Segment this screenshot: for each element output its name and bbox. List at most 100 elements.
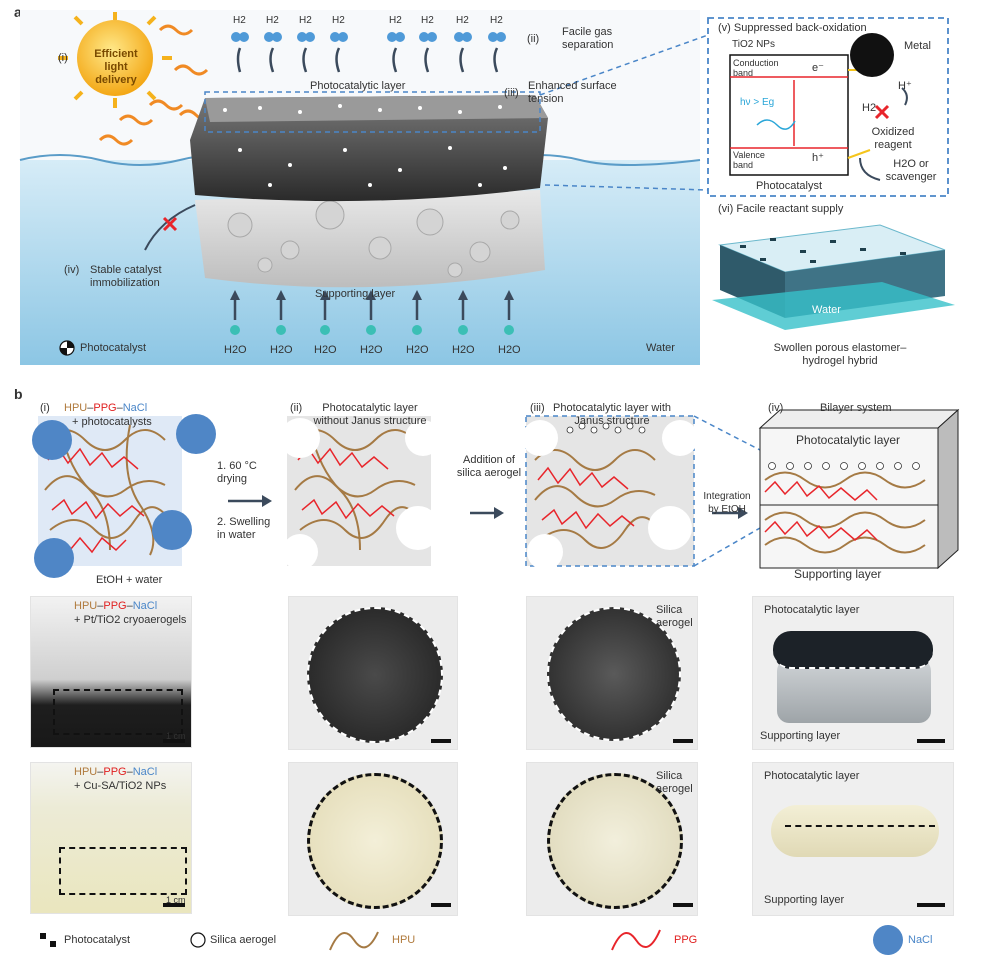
supporting-layer-block: [195, 190, 545, 288]
photocatalyst-legend-label: Photocatalyst: [80, 342, 147, 354]
band-diagram: [729, 54, 849, 176]
h2o-label-7: H2O: [498, 344, 521, 356]
legend-silica-icon: [190, 932, 206, 948]
h2o-molecules-icon: [230, 290, 514, 335]
bilayer-1-bottom-label: Supporting layer: [760, 730, 841, 742]
white-disc-1: [307, 773, 443, 909]
bilayer-2-bottom-label: Supporting layer: [764, 894, 845, 906]
white-bilayer: [771, 805, 939, 857]
legend-hpu: HPU: [392, 934, 416, 946]
hybrid-caption: Swollen porous elastomer–hydrogel hybrid: [773, 342, 907, 367]
silica-label-1: Silica aerogel: [656, 604, 693, 629]
scale-bar-4: [917, 739, 945, 743]
vial-photo-1: [30, 596, 192, 748]
hpu-text: HPU: [64, 402, 88, 414]
h2o-label-6: H2O: [452, 344, 475, 356]
blocked-x-icon: [162, 216, 178, 232]
step-iv-title: Bilayer system: [820, 402, 892, 414]
gas-separation-index: (ii): [527, 33, 540, 45]
photocatalyst-caption: Photocatalyst: [756, 180, 823, 192]
bilayer-2-top-label: Photocatalytic layer: [764, 770, 860, 782]
hole-label: h⁺: [812, 152, 824, 164]
surface-tension-label: Enhanced surface tension: [528, 80, 617, 105]
h2-label-5: H2: [389, 15, 402, 26]
vial-1-formula: HPU–PPG–NaCl: [74, 600, 158, 612]
electron-label: e⁻: [812, 62, 824, 74]
inset-vi-title: (vi) Facile reactant supply: [718, 203, 844, 215]
vial-dashed-region-2: [59, 847, 187, 895]
bilayer-1-top-label: Photocatalytic layer: [764, 604, 860, 616]
step-ii-index: (ii): [290, 402, 303, 414]
disc-photo-4: [526, 762, 698, 916]
light-index: (i): [58, 52, 68, 64]
legend-nacl: NaCl: [908, 934, 933, 946]
black-disc-2: [547, 607, 681, 741]
h2o-label-1: H2O: [224, 344, 247, 356]
scale-label-2: 1 cm: [166, 895, 186, 905]
step-iii-index: (iii): [530, 402, 545, 414]
light-delivery-label: Efficient light delivery: [94, 48, 138, 86]
legend-ppg-icon: [611, 929, 661, 951]
vial-1-sub: + Pt/TiO2 cryoaerogels: [74, 614, 187, 626]
bilayer-photo-1: [752, 596, 954, 750]
legend-photocatalyst: Photocatalyst: [64, 934, 131, 946]
step-iv-top: Photocatalytic layer: [796, 433, 901, 447]
h2o-label-4: H2O: [360, 344, 383, 356]
vial-2-formula: HPU–PPG–NaCl: [74, 766, 158, 778]
white-disc-2: [547, 773, 683, 909]
vial-2-sub: + Cu-SA/TiO2 NPs: [74, 780, 167, 792]
scale-bar-7: [673, 903, 693, 907]
h2-label-4: H2: [332, 15, 345, 26]
legend-hpu-icon: [329, 931, 379, 951]
conduction-band-label: Conduction band: [733, 58, 779, 78]
h2-label-2: H2: [266, 15, 279, 26]
panel-b-schematic: [32, 408, 960, 578]
scale-bar-2: [431, 739, 451, 743]
hv-label: hν > Eg: [740, 97, 775, 108]
surface-tension-index: (iii): [504, 87, 519, 99]
immobilization-label: Stable catalyst immobilization: [90, 264, 162, 289]
h2-molecules-icon: [231, 32, 506, 73]
h2-label-3: H2: [299, 15, 312, 26]
panel-b-label: b: [14, 386, 23, 402]
legend-silica: Silica aerogel: [210, 934, 277, 946]
scale-bar-8: [917, 903, 945, 907]
h2o-label-5: H2O: [406, 344, 429, 356]
legend-graphics: [40, 925, 903, 955]
h2o-label-2: H2O: [270, 344, 293, 356]
hplus-label: H⁺: [898, 80, 912, 92]
arrow-2-label: Addition of silica aerogel: [456, 454, 522, 479]
scale-bar-5: [163, 903, 185, 907]
metal-label: Metal: [904, 40, 931, 52]
etoh-water-label: EtOH + water: [96, 574, 163, 586]
bilayer-box-3d: [758, 408, 960, 570]
photocatalytic-layer-block: [190, 91, 548, 202]
step-i-formula: HPU–PPG–NaCl: [64, 402, 148, 414]
immobilization-index: (iv): [64, 264, 80, 276]
step-ii-label: Photocatalytic layer without Janus struc…: [313, 402, 427, 427]
grey-support-1: [777, 659, 931, 723]
ppg-text: PPG: [93, 402, 117, 414]
h2-inset-label: H2: [862, 102, 877, 114]
legend-ppg: PPG: [674, 934, 698, 946]
scale-label-1: 1 cm: [166, 731, 186, 741]
disc-photo-3: [288, 762, 458, 916]
tio2-label: TiO2 NPs: [732, 39, 775, 50]
panel-a-label: a: [14, 4, 22, 20]
water-label: Water: [646, 342, 675, 354]
step-i-sub: + photocatalysts: [72, 416, 152, 428]
nacl-text: NaCl: [122, 402, 148, 414]
inset-vi-water-label: Water: [812, 304, 841, 316]
inset-v-title: (v) Suppressed back-oxidation: [718, 22, 867, 34]
hybrid-block-3d: [712, 224, 955, 330]
metal-particle: [850, 33, 894, 77]
photocatalytic-layer-label: Photocatalytic layer: [310, 80, 406, 92]
step-iv-index: (iv): [768, 402, 784, 414]
arrow-1-line2: 2. Swelling in water: [217, 516, 271, 541]
legend-photocatalyst-icon: [40, 933, 56, 947]
scale-bar-1: [163, 739, 185, 743]
legend-nacl-icon: [873, 925, 903, 955]
panel-a-illustration: [19, 10, 955, 365]
blocked-x-icon-inset: [874, 104, 890, 120]
scale-bar-3: [673, 739, 693, 743]
